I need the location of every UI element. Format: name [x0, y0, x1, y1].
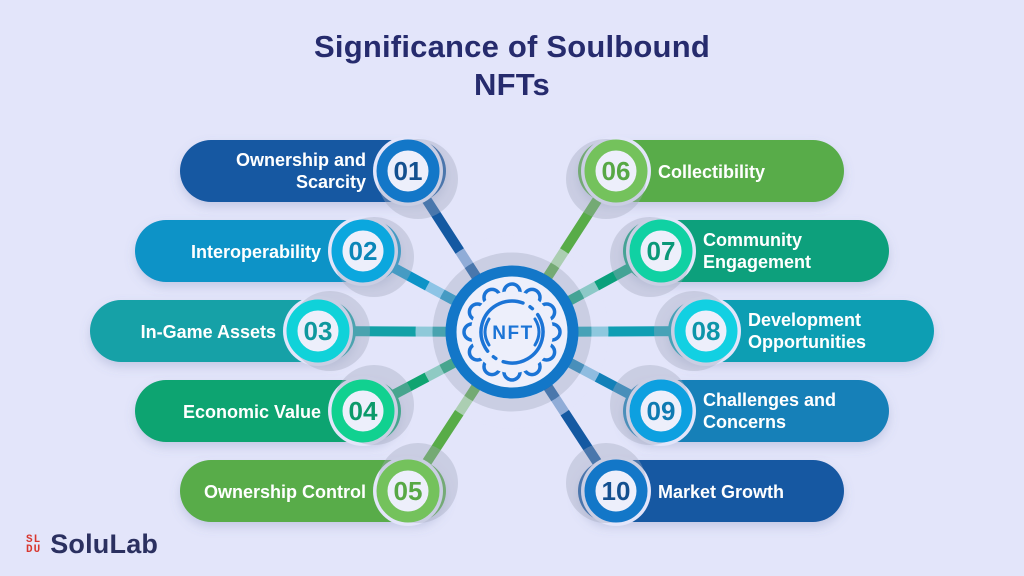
label-interoperability: Interoperability	[191, 242, 321, 262]
ring-05	[376, 459, 440, 523]
number-01: 01	[394, 156, 423, 186]
badge-paren-right	[533, 317, 541, 347]
solulab-mark-icon: SL DU	[26, 533, 42, 556]
number-05: 05	[394, 476, 423, 506]
number-08: 08	[692, 316, 721, 346]
label-challenges-and: Challenges and	[703, 390, 836, 410]
label-community: Community	[703, 230, 802, 250]
label-concerns: Concerns	[703, 412, 786, 432]
number-09: 09	[647, 396, 676, 426]
label-ownership-and: Ownership and	[236, 150, 366, 170]
number-07: 07	[647, 236, 676, 266]
label-in-game-assets: In-Game Assets	[141, 322, 276, 342]
ring-10	[584, 459, 648, 523]
number-02: 02	[349, 236, 378, 266]
center-soft-halo	[415, 235, 609, 429]
number-04: 04	[349, 396, 378, 426]
ring-08	[674, 299, 738, 363]
nft-badge-label: NFT	[492, 323, 533, 344]
page-title: Significance of Soulbound NFTs	[0, 28, 1024, 104]
ring-03	[286, 299, 350, 363]
number-circles: 01 02 03 04 05 06 07 08	[283, 136, 741, 526]
label-development: Development	[748, 310, 861, 330]
ring-02	[331, 219, 395, 283]
brand-name: SoluLab	[50, 529, 159, 559]
ring-01	[376, 139, 440, 203]
ring-09	[629, 379, 693, 443]
pill-labels: Ownership and Scarcity Interoperability …	[141, 150, 866, 502]
ring-06	[584, 139, 648, 203]
solulab-logo: SL DU SoluLab	[26, 529, 158, 560]
label-market-growth: Market Growth	[658, 482, 784, 502]
title-line-2: NFTs	[474, 67, 550, 102]
center-badge: NFT	[445, 265, 579, 399]
number-06: 06	[602, 156, 631, 186]
number-10: 10	[602, 476, 631, 506]
label-ownership-control: Ownership Control	[204, 482, 366, 502]
mark-top: SL	[26, 533, 42, 546]
label-collectibility: Collectibility	[658, 162, 765, 182]
badge-inner-circle	[479, 299, 545, 365]
center-gray-halo	[432, 252, 592, 412]
badge-paren-left	[483, 317, 491, 347]
ring-04	[331, 379, 395, 443]
label-scarcity: Scarcity	[296, 172, 366, 192]
label-economic-value: Economic Value	[183, 402, 321, 422]
mark-bottom: DU	[26, 543, 42, 556]
badge-interior	[471, 291, 553, 373]
number-03: 03	[304, 316, 333, 346]
ring-07	[629, 219, 693, 283]
label-engagement: Engagement	[703, 252, 811, 272]
label-opportunities: Opportunities	[748, 332, 866, 352]
title-line-1: Significance of Soulbound	[314, 29, 710, 64]
